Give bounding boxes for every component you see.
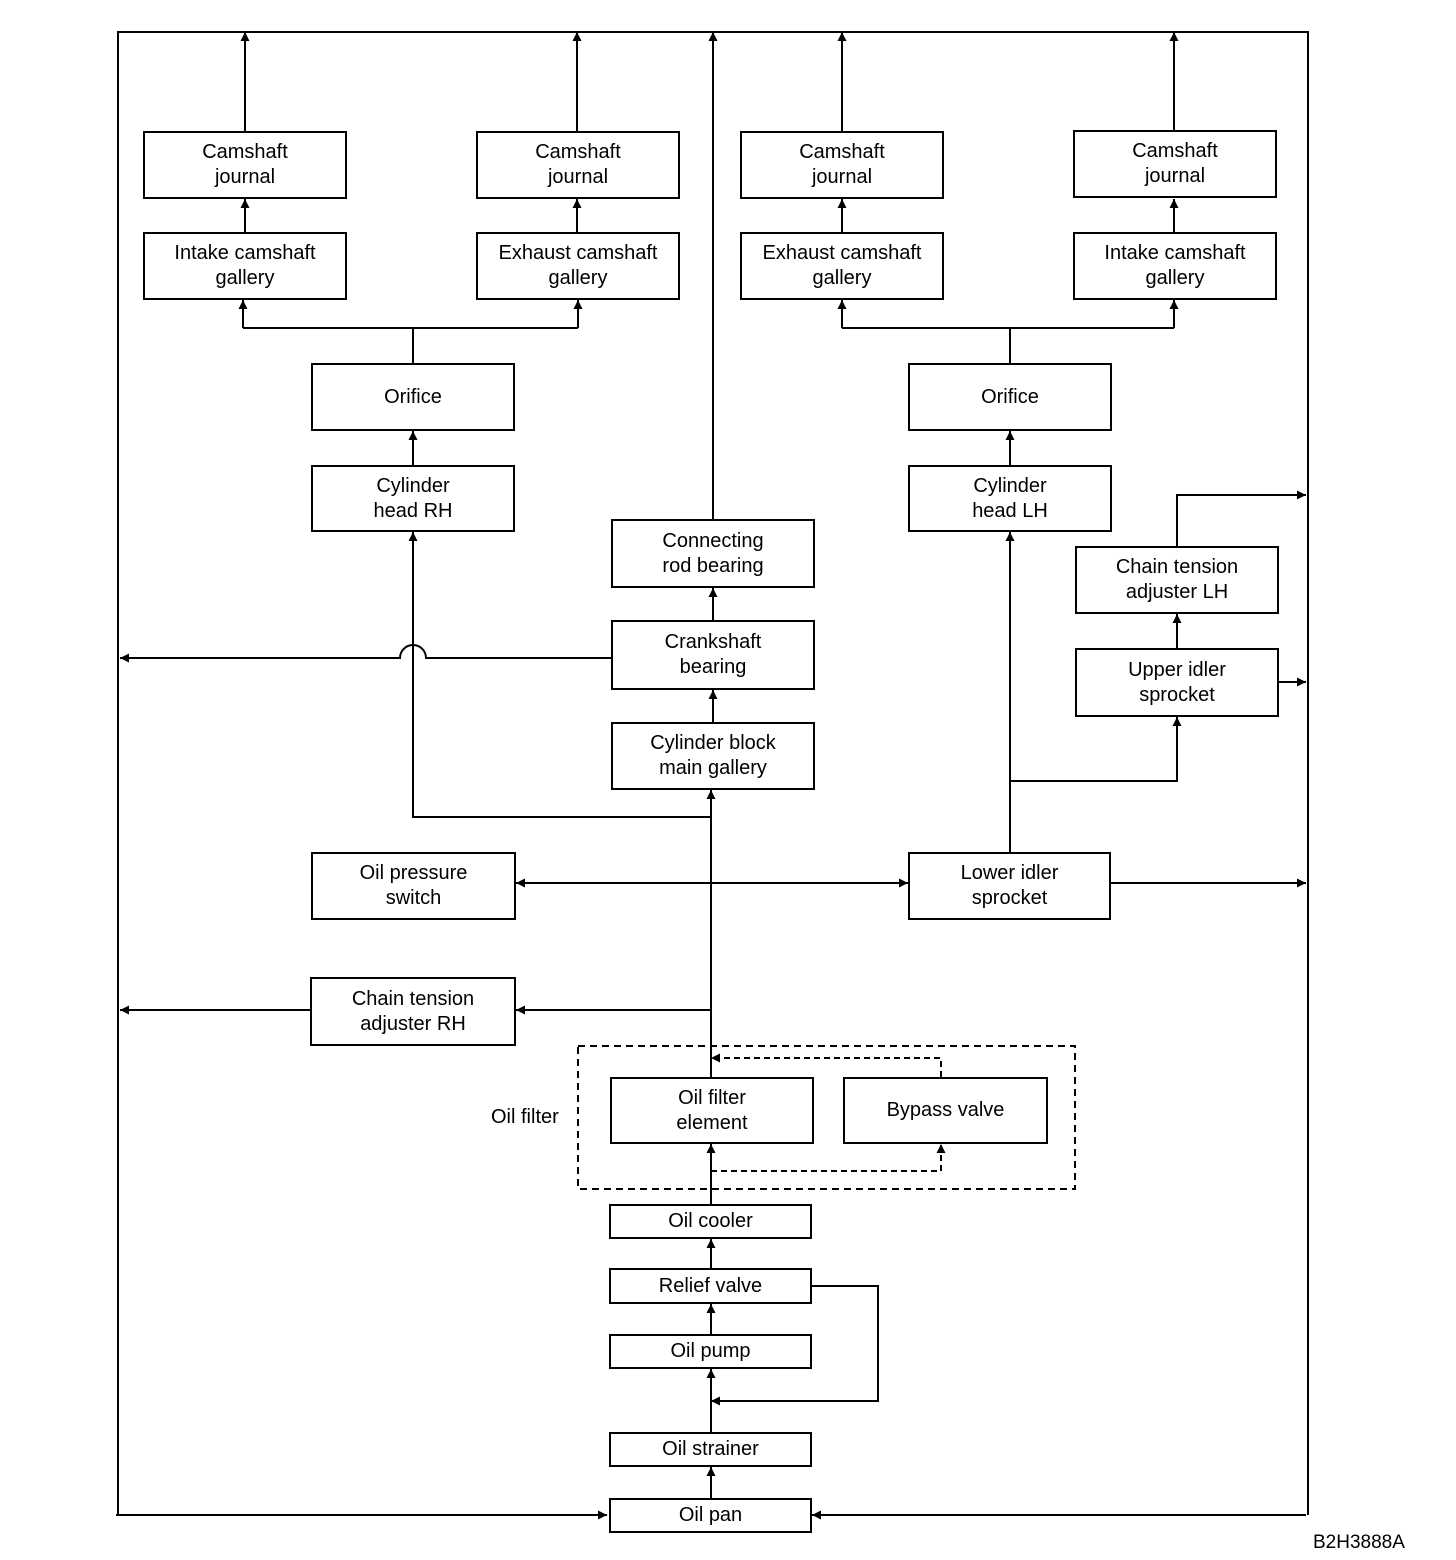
orifice-rh-box: Orifice <box>311 363 515 431</box>
flow-line <box>408 532 711 818</box>
bypass-valve-box: Bypass valve <box>843 1077 1048 1144</box>
flow-line <box>1010 717 1182 782</box>
bypass-line <box>711 1144 946 1172</box>
orifice-lh-box: Orifice <box>908 363 1112 431</box>
camshaft-journal-box: Camshaft journal <box>1073 130 1277 198</box>
cylinder-head-rh-box: Cylinder head RH <box>311 465 515 532</box>
upper-idler-sprocket-box: Upper idler sprocket <box>1075 648 1279 717</box>
cylinder-block-main-gallery-box: Cylinder block main gallery <box>611 722 815 790</box>
oil-pressure-switch-box: Oil pressure switch <box>311 852 516 920</box>
bypass-line <box>711 1053 942 1077</box>
flow-line <box>711 1285 879 1406</box>
oil-cooler-box: Oil cooler <box>609 1204 812 1239</box>
camshaft-journal-box: Camshaft journal <box>476 131 680 199</box>
flow-line <box>1176 490 1306 546</box>
cylinder-head-lh-box: Cylinder head LH <box>908 465 1112 532</box>
flow-line <box>120 644 611 663</box>
exhaust-camshaft-gallery-lh-box: Exhaust camshaft gallery <box>740 232 944 300</box>
oil-filter-element-box: Oil filter element <box>610 1077 814 1144</box>
crankshaft-bearing-box: Crankshaft bearing <box>611 620 815 690</box>
oil-strainer-box: Oil strainer <box>609 1432 812 1467</box>
flow-line <box>842 327 1174 363</box>
exhaust-camshaft-gallery-rh-box: Exhaust camshaft gallery <box>476 232 680 300</box>
oil-filter-group-label: Oil filter <box>491 1106 559 1128</box>
camshaft-journal-box: Camshaft journal <box>143 131 347 199</box>
lower-idler-sprocket-box: Lower idler sprocket <box>908 852 1111 920</box>
figure-code-label: B2H3888A <box>1313 1532 1405 1553</box>
intake-camshaft-gallery-lh-box: Intake camshaft gallery <box>1073 232 1277 300</box>
chain-tension-adjuster-rh-box: Chain tension adjuster RH <box>310 977 516 1046</box>
chain-tension-adjuster-lh-box: Chain tension adjuster LH <box>1075 546 1279 614</box>
relief-valve-box: Relief valve <box>609 1268 812 1304</box>
oil-pan-box: Oil pan <box>609 1498 812 1533</box>
oil-pump-box: Oil pump <box>609 1334 812 1369</box>
intake-camshaft-gallery-rh-box: Intake camshaft gallery <box>143 232 347 300</box>
oil-filter-group-frame <box>577 1045 1076 1190</box>
flow-line <box>243 327 578 363</box>
camshaft-journal-box: Camshaft journal <box>740 131 944 199</box>
connecting-rod-bearing-box: Connecting rod bearing <box>611 519 815 588</box>
